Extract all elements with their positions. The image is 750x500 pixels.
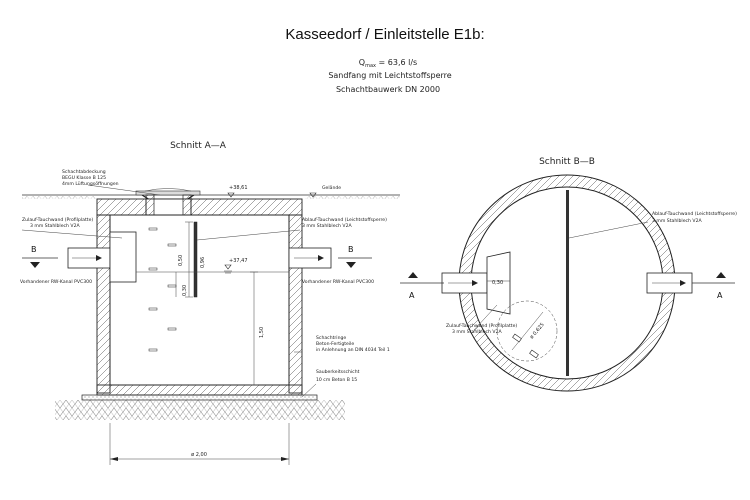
bb-inlet-note-2: 3 mm Stahlblech V2A: [452, 329, 502, 335]
outlet-baffle-note-1: Ablauf-Tauchwand (Leichtstoffsperre): [302, 217, 387, 223]
pipe-in-note: Vorhandener RW-Kanal PVC300: [20, 279, 92, 285]
section-aa-title: Schnitt A—A: [170, 141, 227, 151]
ring-note-1: Schachtringe: [316, 335, 346, 341]
subtitle-line3: Schachtbauwerk DN 2000: [336, 85, 440, 94]
cover-note-2: BEGU Klasse B 125: [62, 175, 106, 181]
elevation-top: +38,61: [229, 185, 248, 191]
drawing-title: Kasseedorf / Einleitstelle E1b:: [285, 26, 484, 43]
base-note-1: Sauberkeitsschicht: [316, 369, 360, 375]
ring-note-3: in Anlehnung an DIN 4034 Teil 1: [316, 347, 390, 353]
inlet-baffle-note-1: Zulauf-Tauchwand (Profilplatte): [22, 217, 93, 223]
ring-note-2: Beton-Fertigteile: [316, 341, 354, 347]
flow-line: Qmax = 63,6 l/s: [359, 58, 417, 69]
cover-slab: [96, 198, 303, 216]
section-mark-b-left: B: [22, 245, 58, 268]
section-mark-b-right: B: [338, 245, 372, 268]
inlet-baffle: [109, 231, 137, 283]
section-mark-a-left: A: [400, 272, 444, 300]
dim-096: 0,96: [200, 257, 206, 268]
section-bb-title: Schnitt B—B: [539, 157, 595, 167]
section-mark-b-left-label: B: [31, 245, 37, 254]
elevation-water: +37,47: [229, 258, 248, 264]
pipe-out-note: Vorhandener RW-Kanal PVC300: [302, 279, 374, 285]
blinding-layer: [81, 394, 318, 401]
bb-inlet-baffle: [486, 251, 511, 315]
section-mark-a-left-label: A: [409, 291, 415, 300]
ground-label: Gelände: [322, 185, 341, 191]
shaft-wall-left: [96, 214, 111, 394]
subtitle-line2: Sandfang mit Leichtstoffsperre: [328, 71, 451, 80]
bb-outlet-baffle: [566, 190, 569, 376]
shaft-wall-right: [288, 214, 303, 394]
bb-dim-030: 0,30: [492, 280, 503, 286]
section-mark-a-right-label: A: [717, 291, 723, 300]
bb-outlet-note-1: Ablauf-Tauchwand (Leichtstoffsperre): [652, 211, 737, 217]
flow-subscript: max: [365, 63, 376, 69]
flow-symbol: Q: [359, 58, 365, 67]
dim-150: 1,50: [259, 327, 265, 338]
bb-inlet-note-1: Zulauf-Tauchwand (Profilplatte): [446, 323, 517, 329]
base-note-2: 10 cm Beton B 15: [316, 377, 357, 383]
outlet-baffle-note-2: 3 mm Stahlblech V2A: [302, 223, 352, 229]
flow-value: = 63,6 l/s: [376, 58, 417, 67]
dim-050: 0,50: [178, 255, 184, 266]
dim-diameter-aa: ø 2,00: [191, 452, 207, 458]
bb-outlet-note-2: 3 mm Stahlblech V2A: [652, 218, 702, 224]
inlet-baffle-note-2: 3 mm Stahlblech V2A: [30, 223, 80, 229]
section-mark-a-right: A: [692, 272, 735, 300]
base-slab: [96, 384, 303, 396]
cover-note-1: Schachtabdeckung: [62, 169, 106, 175]
cover-note-3: 4mm Lüftungsöffnungen: [62, 181, 119, 187]
section-bb: Schnitt B—B ø 0,625 0,30 A: [400, 157, 737, 392]
outlet-baffle: [193, 221, 198, 298]
section-mark-b-right-label: B: [348, 245, 354, 254]
dim-030: 0,30: [182, 285, 188, 296]
soil-hatch: [55, 400, 345, 420]
section-aa: Schnitt A—A: [20, 141, 400, 465]
access-opening: [496, 300, 558, 362]
ladder-rungs: [148, 227, 177, 352]
